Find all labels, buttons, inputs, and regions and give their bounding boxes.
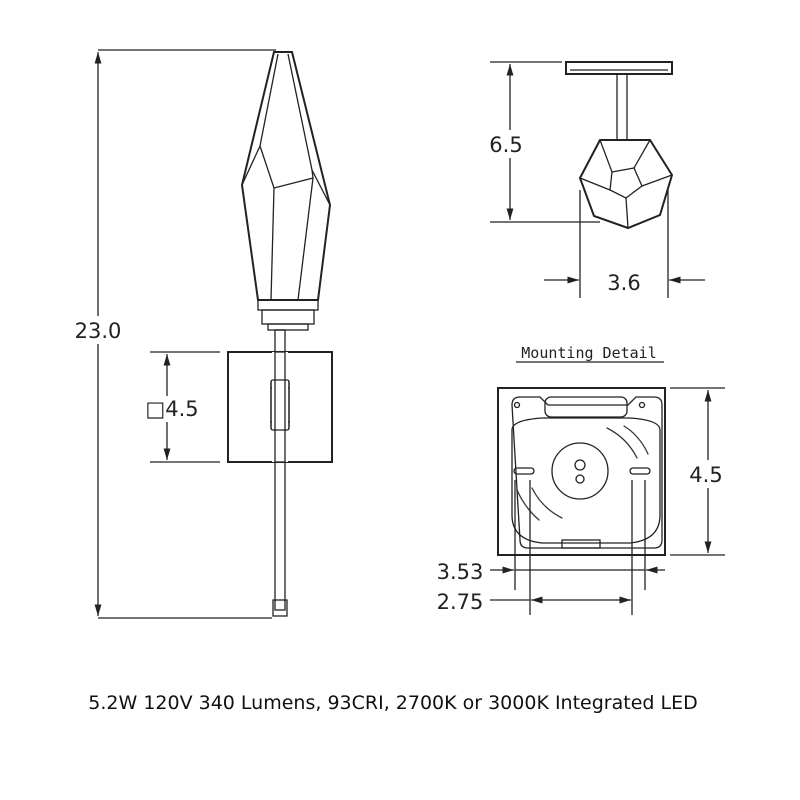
- backplate-square-label: □4.5: [145, 397, 198, 421]
- overall-height-label: 23.0: [75, 319, 122, 343]
- side-height-label: 6.5: [489, 133, 522, 157]
- mount-height-label: 4.5: [689, 463, 722, 487]
- mount-width-inner-label: 2.75: [437, 590, 484, 614]
- front-view: 23.0 □4.5: [70, 49, 333, 619]
- mounting-plate: [497, 387, 666, 556]
- crystal-side: [578, 139, 674, 230]
- mount-width-outer-label: 3.53: [437, 560, 484, 584]
- canopy: [565, 61, 673, 75]
- junction-box-circle: [551, 442, 609, 500]
- crystal-shade: [240, 51, 332, 301]
- mounting-detail: Mounting Detail 4.5 3.53 2.75: [437, 344, 730, 615]
- mounting-detail-title: Mounting Detail: [521, 344, 656, 362]
- side-view: 6.5 3.6: [484, 61, 705, 298]
- side-width-label: 3.6: [607, 271, 640, 295]
- stem: [274, 329, 286, 611]
- spec-caption: 5.2W 120V 340 Lumens, 93CRI, 2700K or 30…: [88, 692, 698, 714]
